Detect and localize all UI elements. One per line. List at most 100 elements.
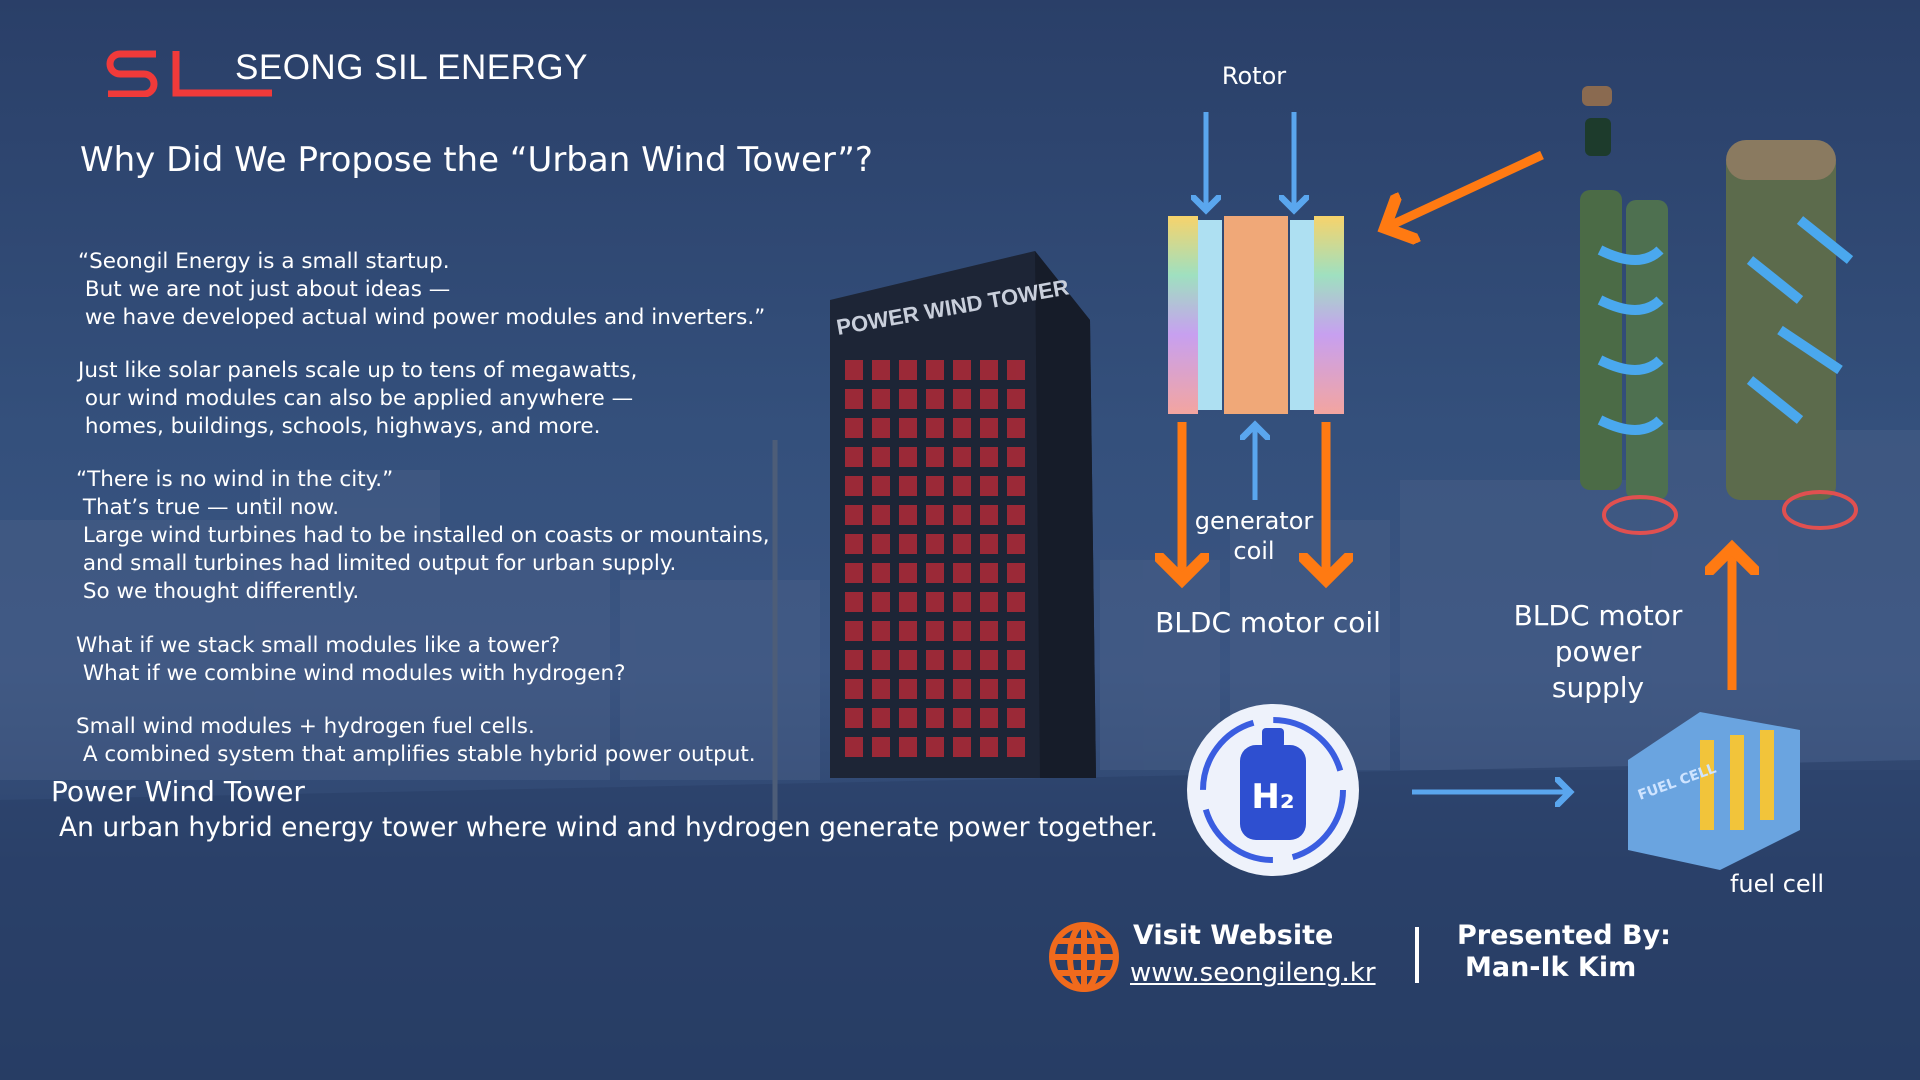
building-window bbox=[1007, 650, 1025, 670]
building-window bbox=[926, 534, 944, 554]
building-window bbox=[899, 563, 917, 583]
building-window bbox=[926, 505, 944, 525]
building-window bbox=[1007, 418, 1025, 438]
building-window bbox=[926, 418, 944, 438]
building-window bbox=[845, 360, 863, 380]
building-window bbox=[980, 563, 998, 583]
building-window bbox=[899, 534, 917, 554]
building-window bbox=[980, 418, 998, 438]
building-window bbox=[899, 708, 917, 728]
building-window bbox=[926, 621, 944, 641]
building-window bbox=[980, 447, 998, 467]
building-window bbox=[899, 679, 917, 699]
building-window bbox=[953, 389, 971, 409]
building-window bbox=[953, 360, 971, 380]
building-window bbox=[953, 476, 971, 496]
logo-mark bbox=[106, 50, 272, 97]
building-window bbox=[926, 592, 944, 612]
building-window bbox=[953, 505, 971, 525]
paragraph-line: That’s true — until now. bbox=[76, 495, 340, 520]
building-window bbox=[872, 447, 890, 467]
paragraph-5: Small wind modules + hydrogen fuel cells… bbox=[76, 657, 756, 797]
building-window bbox=[980, 389, 998, 409]
paragraph-line: A combined system that amplifies stable … bbox=[76, 742, 756, 767]
building-window bbox=[953, 679, 971, 699]
building-window bbox=[926, 447, 944, 467]
paragraph-line: Large wind turbines had to be installed … bbox=[76, 523, 770, 548]
building-window bbox=[872, 679, 890, 699]
visit-website-label: Visit Website bbox=[1133, 920, 1334, 951]
building-window bbox=[953, 418, 971, 438]
building-window bbox=[926, 708, 944, 728]
building-window bbox=[1007, 360, 1025, 380]
presented-by-label: Presented By: bbox=[1457, 920, 1671, 951]
paragraph-line: and small turbines had limited output fo… bbox=[76, 551, 677, 576]
building-window bbox=[845, 679, 863, 699]
power-wind-tower-building bbox=[830, 251, 1096, 778]
building-window bbox=[953, 737, 971, 757]
building-window bbox=[872, 650, 890, 670]
paragraph-3: “There is no wind in the city.” That’s t… bbox=[76, 410, 770, 634]
building-window bbox=[845, 389, 863, 409]
building-window bbox=[953, 534, 971, 554]
paragraph-line: So we thought differently. bbox=[76, 579, 360, 604]
footer-divider bbox=[1415, 927, 1419, 983]
building-window bbox=[980, 592, 998, 612]
building-window bbox=[845, 476, 863, 496]
building-window bbox=[953, 592, 971, 612]
website-link[interactable]: www.seongileng.kr bbox=[1130, 958, 1376, 988]
paragraph-line: Just like solar panels scale up to tens … bbox=[78, 358, 638, 383]
building-window bbox=[872, 418, 890, 438]
building-window bbox=[1007, 708, 1025, 728]
building-window bbox=[926, 563, 944, 583]
building-window bbox=[872, 389, 890, 409]
paragraph-line: homes, buildings, schools, highways, and… bbox=[78, 414, 601, 439]
building-window bbox=[1007, 476, 1025, 496]
building-window bbox=[845, 592, 863, 612]
tower-heading: Power Wind Tower bbox=[51, 775, 305, 808]
brand-name: SEONG SIL ENERGY bbox=[235, 48, 588, 87]
bldc-motor-coil-label: BLDC motor coil bbox=[1155, 606, 1381, 639]
building-window bbox=[899, 476, 917, 496]
building-window bbox=[872, 592, 890, 612]
building-window bbox=[872, 563, 890, 583]
building-window bbox=[980, 360, 998, 380]
building-window bbox=[1007, 447, 1025, 467]
building-window bbox=[845, 534, 863, 554]
building-window bbox=[899, 650, 917, 670]
building-window bbox=[845, 505, 863, 525]
paragraph-1: “Seongil Energy is a small startup. But … bbox=[78, 192, 765, 360]
building-window bbox=[926, 476, 944, 496]
building-window bbox=[845, 563, 863, 583]
building-window bbox=[1007, 621, 1025, 641]
building-window bbox=[899, 418, 917, 438]
building-window bbox=[980, 621, 998, 641]
building-window bbox=[899, 737, 917, 757]
building-window bbox=[1007, 534, 1025, 554]
fuel-cell-label: fuel cell bbox=[1729, 870, 1825, 898]
hydrogen-tank-icon: H₂ bbox=[1187, 704, 1359, 876]
building-window bbox=[980, 708, 998, 728]
building-window bbox=[899, 360, 917, 380]
building-window bbox=[872, 708, 890, 728]
building-window bbox=[899, 505, 917, 525]
building-window bbox=[845, 447, 863, 467]
paragraph-line: “There is no wind in the city.” bbox=[76, 467, 394, 492]
building-window bbox=[926, 389, 944, 409]
building-window bbox=[1007, 679, 1025, 699]
fuel-cell-block: FUEL CELL bbox=[1628, 712, 1800, 870]
building-window bbox=[845, 650, 863, 670]
building-window bbox=[872, 534, 890, 554]
paragraph-line: we have developed actual wind power modu… bbox=[78, 305, 766, 330]
building-window bbox=[926, 679, 944, 699]
paragraph-2: Just like solar panels scale up to tens … bbox=[78, 301, 637, 469]
paragraph-line: Small wind modules + hydrogen fuel cells… bbox=[76, 714, 535, 739]
paragraph-4: What if we stack small modules like a to… bbox=[76, 576, 626, 716]
building-window bbox=[899, 592, 917, 612]
building-window bbox=[926, 360, 944, 380]
presenter-name: Man-Ik Kim bbox=[1465, 952, 1637, 983]
